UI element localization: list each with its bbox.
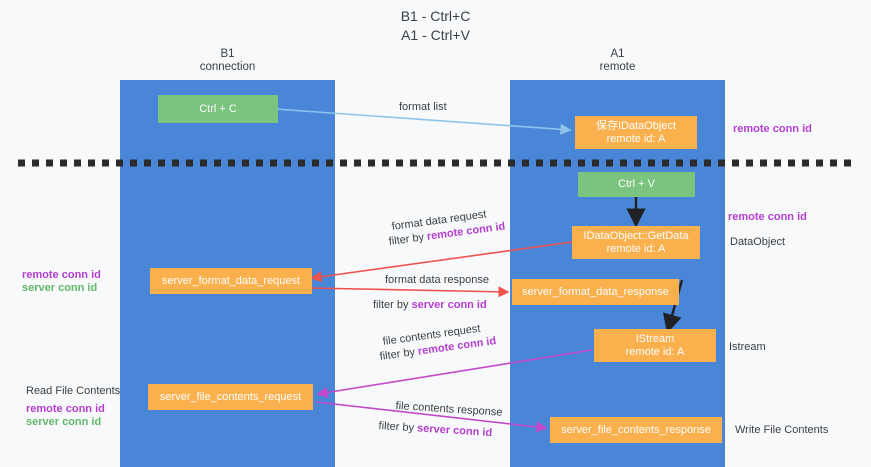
- node-server-format-data-request[interactable]: server_format_data_request: [150, 268, 312, 294]
- node-server-format-data-response-label: server_format_data_response: [522, 285, 669, 298]
- node-server-file-contents-response-label: server_file_contents_response: [561, 423, 711, 436]
- node-istream-line1: IStream: [635, 332, 675, 345]
- node-save-idataobject[interactable]: 保存IDataObject remote id: A: [575, 116, 697, 149]
- annotation-right-remote-conn-id-1: remote conn id: [733, 123, 812, 135]
- node-server-file-contents-request[interactable]: server_file_contents_request: [148, 384, 313, 410]
- annotation-left-server-conn-id-1: server conn id: [22, 282, 98, 294]
- annotation-right-remote-conn-id-2: remote conn id: [728, 211, 807, 223]
- node-server-file-contents-request-label: server_file_contents_request: [159, 390, 302, 403]
- node-save-idataobject-line1: 保存IDataObject: [595, 119, 677, 132]
- node-getdata-line1: IDataObject::GetData: [583, 229, 689, 242]
- wire-format-data-response: [307, 286, 510, 298]
- node-server-format-data-response[interactable]: server_format_data_response: [512, 279, 679, 305]
- node-istream[interactable]: IStream remote id: A: [594, 329, 716, 362]
- edge-label-file-contents-response-filter: filter by server conn id: [378, 420, 492, 440]
- lane-head-a1: A1 remote: [599, 48, 636, 73]
- annotation-left-remote-conn-id-2: remote conn id: [26, 403, 105, 415]
- edge-label-format-list: format list: [399, 101, 447, 113]
- diagram-title: B1 - Ctrl+C A1 - Ctrl+V: [400, 8, 471, 43]
- edge-label-format-data-response-filter: filter by server conn id: [373, 299, 487, 312]
- node-server-format-data-request-label: server_format_data_request: [161, 274, 301, 287]
- node-server-file-contents-response[interactable]: server_file_contents_response: [550, 417, 722, 443]
- filter-prefix: filter by: [378, 420, 418, 435]
- node-ctrl-v-label: Ctrl + V: [618, 178, 655, 190]
- annotation-left-remote-conn-id-1: remote conn id: [22, 269, 101, 281]
- filter-prefix: filter by: [373, 299, 412, 311]
- annotation-right-dataobject: DataObject: [730, 236, 786, 248]
- edge-label-file-contents-response: file contents response: [395, 400, 503, 419]
- node-ctrl-c-label: Ctrl + C: [199, 102, 237, 115]
- edge-label-format-data-response: format data response: [385, 274, 489, 286]
- filter-key-server-conn-id: server conn id: [411, 299, 487, 311]
- annotation-right-write-file-contents: Write File Contents: [735, 424, 829, 436]
- node-getdata-line2: remote id: A: [606, 242, 666, 255]
- node-ctrl-c[interactable]: Ctrl + C: [158, 95, 278, 123]
- filter-key-server-conn-id: server conn id: [416, 422, 493, 440]
- node-istream-line2: remote id: A: [625, 345, 685, 358]
- lane-head-b1: B1 connection: [199, 48, 256, 73]
- annotation-right-istream: Istream: [729, 341, 766, 353]
- node-idataobject-getdata[interactable]: IDataObject::GetData remote id: A: [572, 226, 700, 259]
- node-save-idataobject-line2: remote id: A: [606, 132, 666, 145]
- annotation-left-server-conn-id-2: server conn id: [26, 416, 102, 428]
- node-ctrl-v[interactable]: Ctrl + V: [578, 172, 695, 197]
- annotation-left-read-file-contents: Read File Contents: [26, 385, 121, 397]
